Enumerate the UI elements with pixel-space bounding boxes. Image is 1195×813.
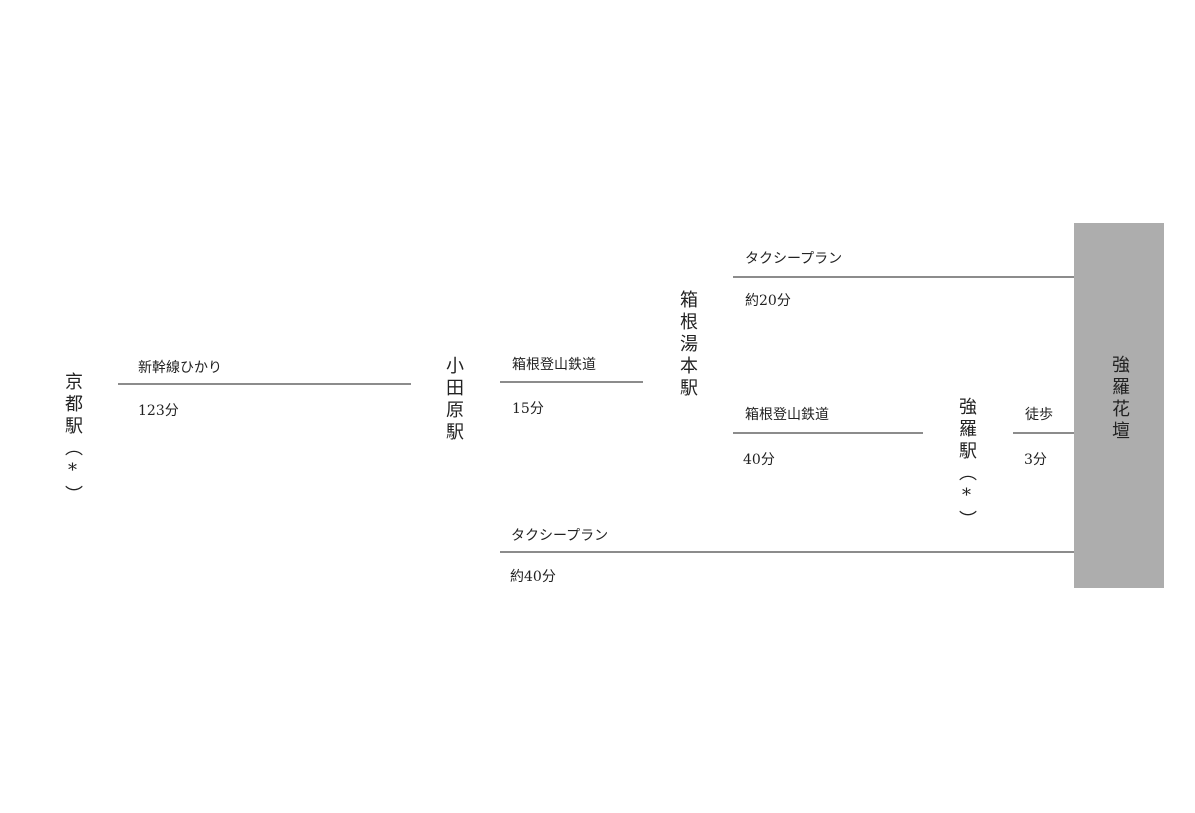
route-taxi-odawara-line (500, 551, 1074, 553)
destination-box: 強羅花壇 (1074, 223, 1164, 588)
route-hakone-tozan-2-line (733, 432, 923, 434)
route-walk-time: 3分 (1024, 452, 1047, 468)
station-odawara: 小田原駅 (443, 356, 464, 444)
route-taxi-odawara-time: 約40分 (510, 569, 556, 585)
station-gora: 強羅駅（*） (956, 397, 977, 532)
route-shinkansen-name: 新幹線ひかり (138, 360, 222, 376)
station-kyoto: 京都駅（*） (62, 372, 83, 507)
route-hakone-tozan-1-line (500, 381, 643, 383)
route-taxi-yumoto-name: タクシープラン (745, 251, 843, 267)
station-hakone-yumoto: 箱根湯本駅 (677, 290, 698, 400)
route-hakone-tozan-2-time: 40分 (743, 452, 775, 468)
route-hakone-tozan-1-name: 箱根登山鉄道 (512, 357, 596, 373)
route-walk-name: 徒歩 (1025, 407, 1053, 423)
route-taxi-yumoto-line (733, 276, 1074, 278)
route-taxi-odawara-name: タクシープラン (511, 528, 609, 544)
route-shinkansen-line (118, 383, 411, 385)
route-walk-line (1013, 432, 1074, 434)
route-hakone-tozan-2-name: 箱根登山鉄道 (745, 407, 829, 423)
route-hakone-tozan-1-time: 15分 (512, 401, 544, 417)
route-taxi-yumoto-time: 約20分 (745, 293, 791, 309)
route-shinkansen-time: 123分 (138, 403, 179, 419)
destination-gora-kadan: 強羅花壇 (1109, 355, 1130, 443)
